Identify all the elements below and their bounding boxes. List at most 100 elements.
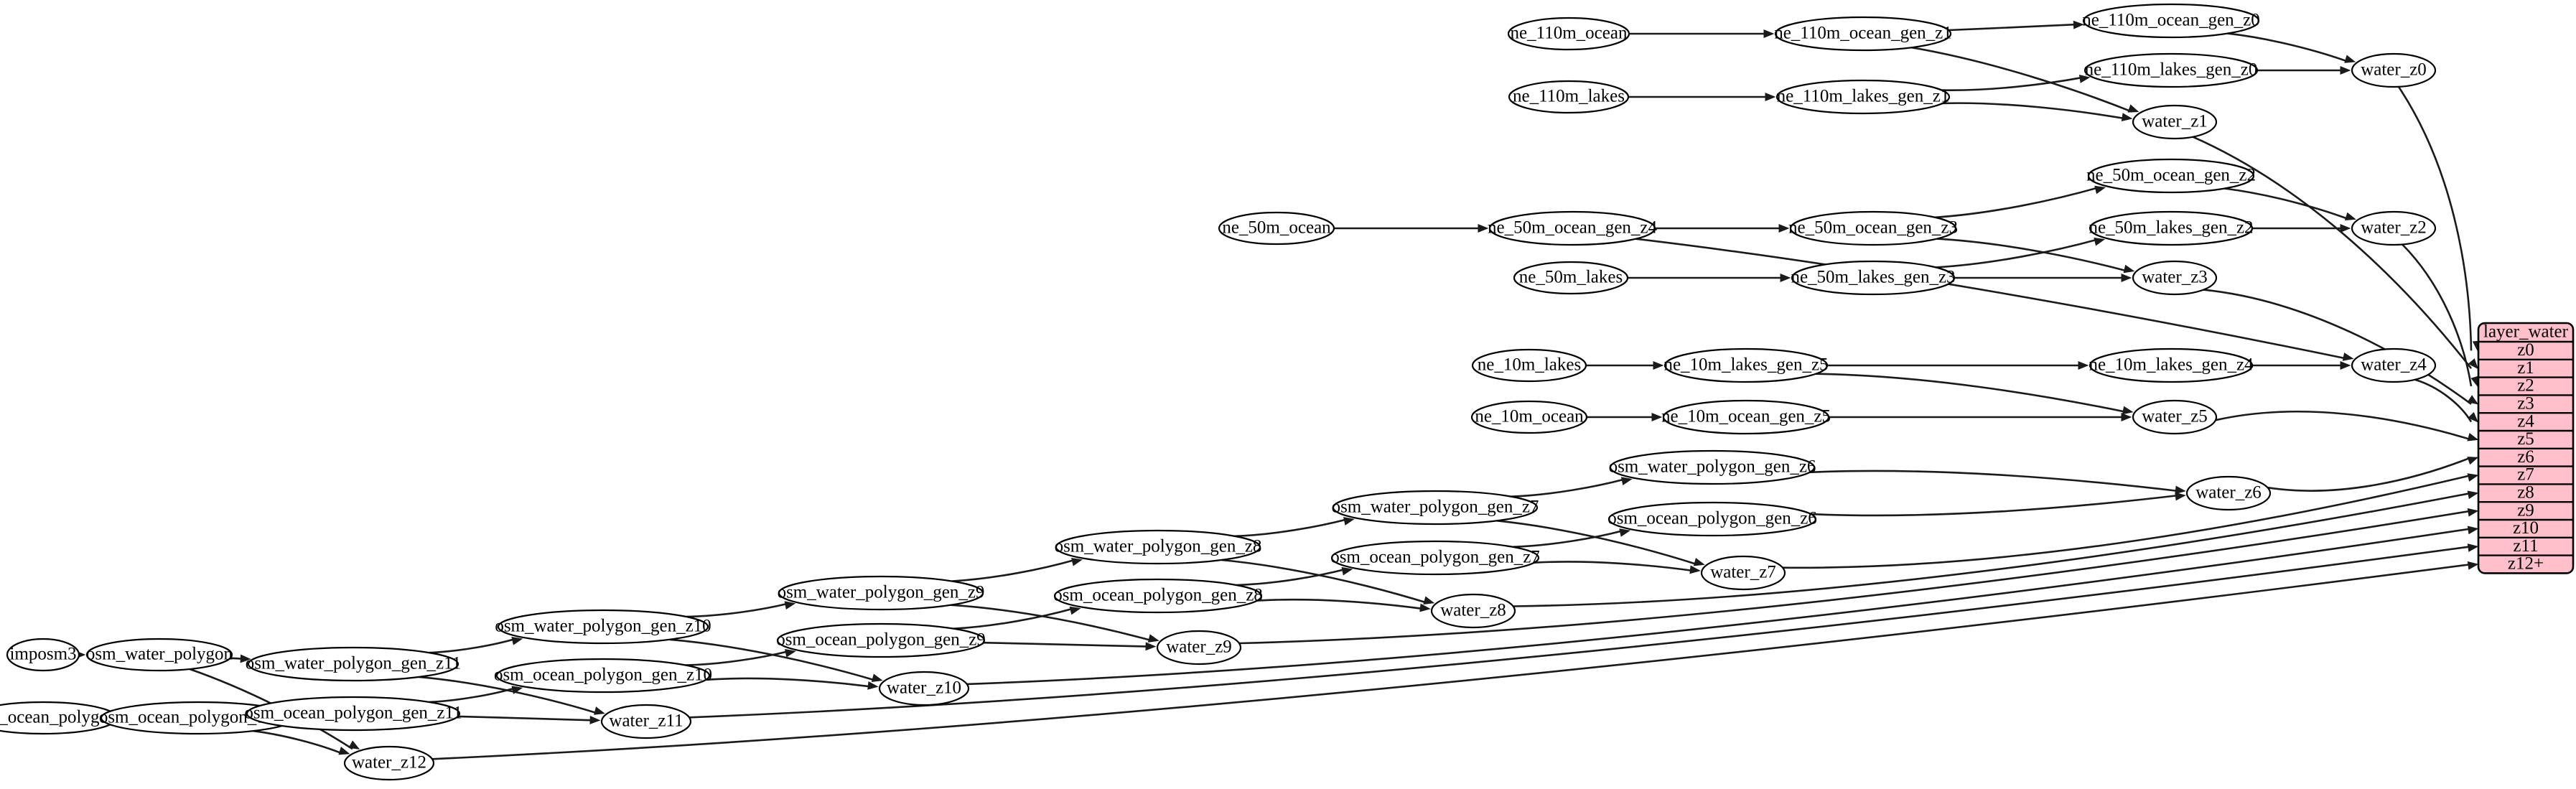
node-label: ne_110m_lakes_gen_z0 (2085, 60, 2258, 80)
node-water_z3[interactable]: water_z3 (2132, 260, 2218, 296)
node-ellipse (1488, 210, 1656, 246)
node-label: ne_50m_lakes_gen_z2 (2089, 218, 2253, 238)
node-osm_ocean_polygon_gen_z11[interactable]: osm_ocean_polygon_gen_z11 (244, 696, 462, 732)
node-water_z10[interactable]: water_z10 (878, 671, 970, 706)
node-label: osm_ocean_polygon_gen_z10 (494, 666, 712, 685)
node-ne_10m_ocean[interactable]: ne_10m_ocean (1470, 400, 1588, 434)
edge-water_z9-to-layer_water-z9 (1238, 510, 2472, 645)
node-label: osm_ocean_polygon_gen_z8 (1053, 586, 1263, 605)
node-osm_water_polygon_gen_z9[interactable]: osm_water_polygon_gen_z9 (778, 575, 985, 611)
node-osm_water_polygon_gen_z10[interactable]: osm_water_polygon_gen_z10 (495, 609, 711, 645)
node-ne_50m_ocean_gen_z4[interactable]: ne_50m_ocean_gen_z4 (1488, 210, 1658, 246)
record-row-z6[interactable]: z6 (2517, 447, 2534, 467)
node-water_z1[interactable]: water_z1 (2132, 104, 2218, 140)
node-ne_110m_lakes[interactable]: ne_110m_lakes (1508, 80, 1630, 114)
node-ne_110m_ocean_gen_z1[interactable]: ne_110m_ocean_gen_z1 (1774, 16, 1952, 52)
node-osm_water_polygon_gen_z8[interactable]: osm_water_polygon_gen_z8 (1055, 529, 1262, 565)
node-water_z0[interactable]: water_z0 (2351, 52, 2437, 88)
node-ne_110m_ocean[interactable]: ne_110m_ocean (1507, 17, 1630, 51)
record-title: layer_water (2483, 322, 2569, 342)
record-row-z7[interactable]: z7 (2517, 465, 2534, 485)
node-ne_10m_lakes_gen_z5[interactable]: ne_10m_lakes_gen_z5 (1663, 347, 1829, 383)
edge-arrowhead (2344, 212, 2356, 221)
edge-arrowhead (1147, 634, 1159, 643)
edge-water_z2-to-layer_water-z2 (2402, 243, 2473, 387)
node-label: osm_water_polygon_gen_z10 (495, 617, 711, 636)
record-row-z5[interactable]: z5 (2517, 429, 2534, 449)
node-ellipse (1218, 211, 1335, 246)
node-water_z8[interactable]: water_z8 (1430, 593, 1516, 629)
edge-osm_ocean_polygon_gen_z10-to-water_z10 (706, 677, 872, 688)
edge-arrowhead (1343, 517, 1355, 526)
node-ellipse (1607, 501, 1817, 537)
edge-arrowhead (338, 747, 350, 755)
node-ne_50m_lakes_gen_z3[interactable]: ne_50m_lakes_gen_z3 (1791, 260, 1956, 296)
edge-arrowhead (2467, 561, 2479, 570)
node-ellipse (2132, 260, 2218, 296)
node-osm_ocean_polygon_gen_z6[interactable]: osm_ocean_polygon_gen_z6 (1607, 501, 1817, 537)
node-label: osm_water_polygon_gen_z6 (1609, 457, 1816, 477)
node-ne_50m_ocean_gen_z3[interactable]: ne_50m_ocean_gen_z3 (1788, 210, 1958, 246)
node-label: ne_50m_ocean (1222, 218, 1331, 238)
node-ne_50m_ocean[interactable]: ne_50m_ocean (1218, 211, 1335, 246)
node-ne_50m_lakes_gen_z2[interactable]: ne_50m_lakes_gen_z2 (2089, 210, 2254, 246)
node-ne_10m_ocean_gen_z5[interactable]: ne_10m_ocean_gen_z5 (1661, 399, 1831, 435)
node-water_z5[interactable]: water_z5 (2132, 399, 2218, 435)
edge-arrowhead (1693, 557, 1705, 566)
node-osm_water_polygon_gen_z11[interactable]: osm_water_polygon_gen_z11 (246, 646, 461, 682)
record-row-z9[interactable]: z9 (2517, 500, 2534, 520)
node-imposm3[interactable]: imposm3 (6, 638, 80, 672)
record-row-z8[interactable]: z8 (2517, 483, 2534, 503)
node-ellipse (2351, 210, 2437, 246)
node-osm_water_polygon_gen_z6[interactable]: osm_water_polygon_gen_z6 (1609, 449, 1816, 485)
node-label: osm_water_polygon_gen_z8 (1055, 537, 1262, 556)
record-row-z2[interactable]: z2 (2517, 376, 2534, 396)
node-ne_50m_lakes[interactable]: ne_50m_lakes (1513, 261, 1629, 295)
node-label: water_z1 (2142, 112, 2208, 131)
node-ne_10m_lakes_gen_z4[interactable]: ne_10m_lakes_gen_z4 (2089, 347, 2254, 383)
node-water_z9[interactable]: water_z9 (1156, 630, 1242, 666)
node-label: ne_110m_ocean_gen_z0 (2082, 11, 2260, 30)
node-osm_ocean_polygon_gen_z7[interactable]: osm_ocean_polygon_gen_z7 (1330, 540, 1540, 576)
node-ne_110m_lakes_gen_z1[interactable]: ne_110m_lakes_gen_z1 (1775, 79, 1951, 115)
node-ellipse (776, 622, 986, 658)
node-water_z6[interactable]: water_z6 (2185, 475, 2272, 511)
node-ellipse (2351, 52, 2437, 88)
edge-arrowhead (2078, 75, 2091, 83)
node-ellipse (2089, 210, 2254, 246)
node-ellipse (1789, 210, 1957, 246)
record-row-z1[interactable]: z1 (2517, 358, 2534, 378)
record-row-z4[interactable]: z4 (2517, 411, 2534, 431)
edge-ne_110m_lakes_gen_z1-to-ne_110m_lakes_gen_z0 (1941, 76, 2083, 92)
node-osm_ocean_polygon_gen_z9[interactable]: osm_ocean_polygon_gen_z9 (776, 622, 986, 658)
node-osm_water_polygon_gen_z7[interactable]: osm_water_polygon_gen_z7 (1332, 490, 1539, 526)
node-water_z2[interactable]: water_z2 (2351, 210, 2437, 246)
record-row-z12+[interactable]: z12+ (2508, 554, 2544, 574)
record-row-z3[interactable]: z3 (2517, 394, 2534, 414)
node-ellipse (1507, 17, 1630, 51)
edge-arrowhead (2094, 185, 2106, 195)
record-row-z10[interactable]: z10 (2513, 518, 2539, 538)
node-ellipse (2185, 475, 2272, 511)
node-water_z12[interactable]: water_z12 (343, 745, 435, 781)
node-osm_water_polygon[interactable]: osm_water_polygon (85, 638, 233, 672)
node-osm_ocean_polygon_gen_z8[interactable]: osm_ocean_polygon_gen_z8 (1053, 578, 1263, 614)
record-row-z0[interactable]: z0 (2517, 340, 2534, 360)
record-row-z11[interactable]: z11 (2513, 536, 2538, 556)
node-osm_ocean_polygon_gen_z10[interactable]: osm_ocean_polygon_gen_z10 (494, 658, 712, 694)
node-label: water_z2 (2361, 218, 2427, 238)
node-ne_110m_ocean_gen_z0[interactable]: ne_110m_ocean_gen_z0 (2082, 3, 2260, 39)
edge-arrowhead (1145, 642, 1157, 651)
node-label: ne_10m_ocean_gen_z5 (1661, 407, 1831, 426)
node-ne_10m_lakes[interactable]: ne_10m_lakes (1471, 348, 1587, 383)
node-water_z7[interactable]: water_z7 (1700, 555, 1786, 591)
node-ne_110m_lakes_gen_z0[interactable]: ne_110m_lakes_gen_z0 (2083, 52, 2259, 88)
node-water_z11[interactable]: water_z11 (600, 704, 692, 739)
node-ellipse (343, 745, 435, 781)
node-ellipse (878, 671, 970, 706)
edge-arrowhead (2121, 274, 2132, 282)
node-ne_50m_ocean_gen_z2[interactable]: ne_50m_ocean_gen_z2 (2086, 158, 2256, 194)
node-water_z4[interactable]: water_z4 (2351, 347, 2437, 383)
node-label: ne_10m_lakes_gen_z5 (1663, 355, 1828, 375)
